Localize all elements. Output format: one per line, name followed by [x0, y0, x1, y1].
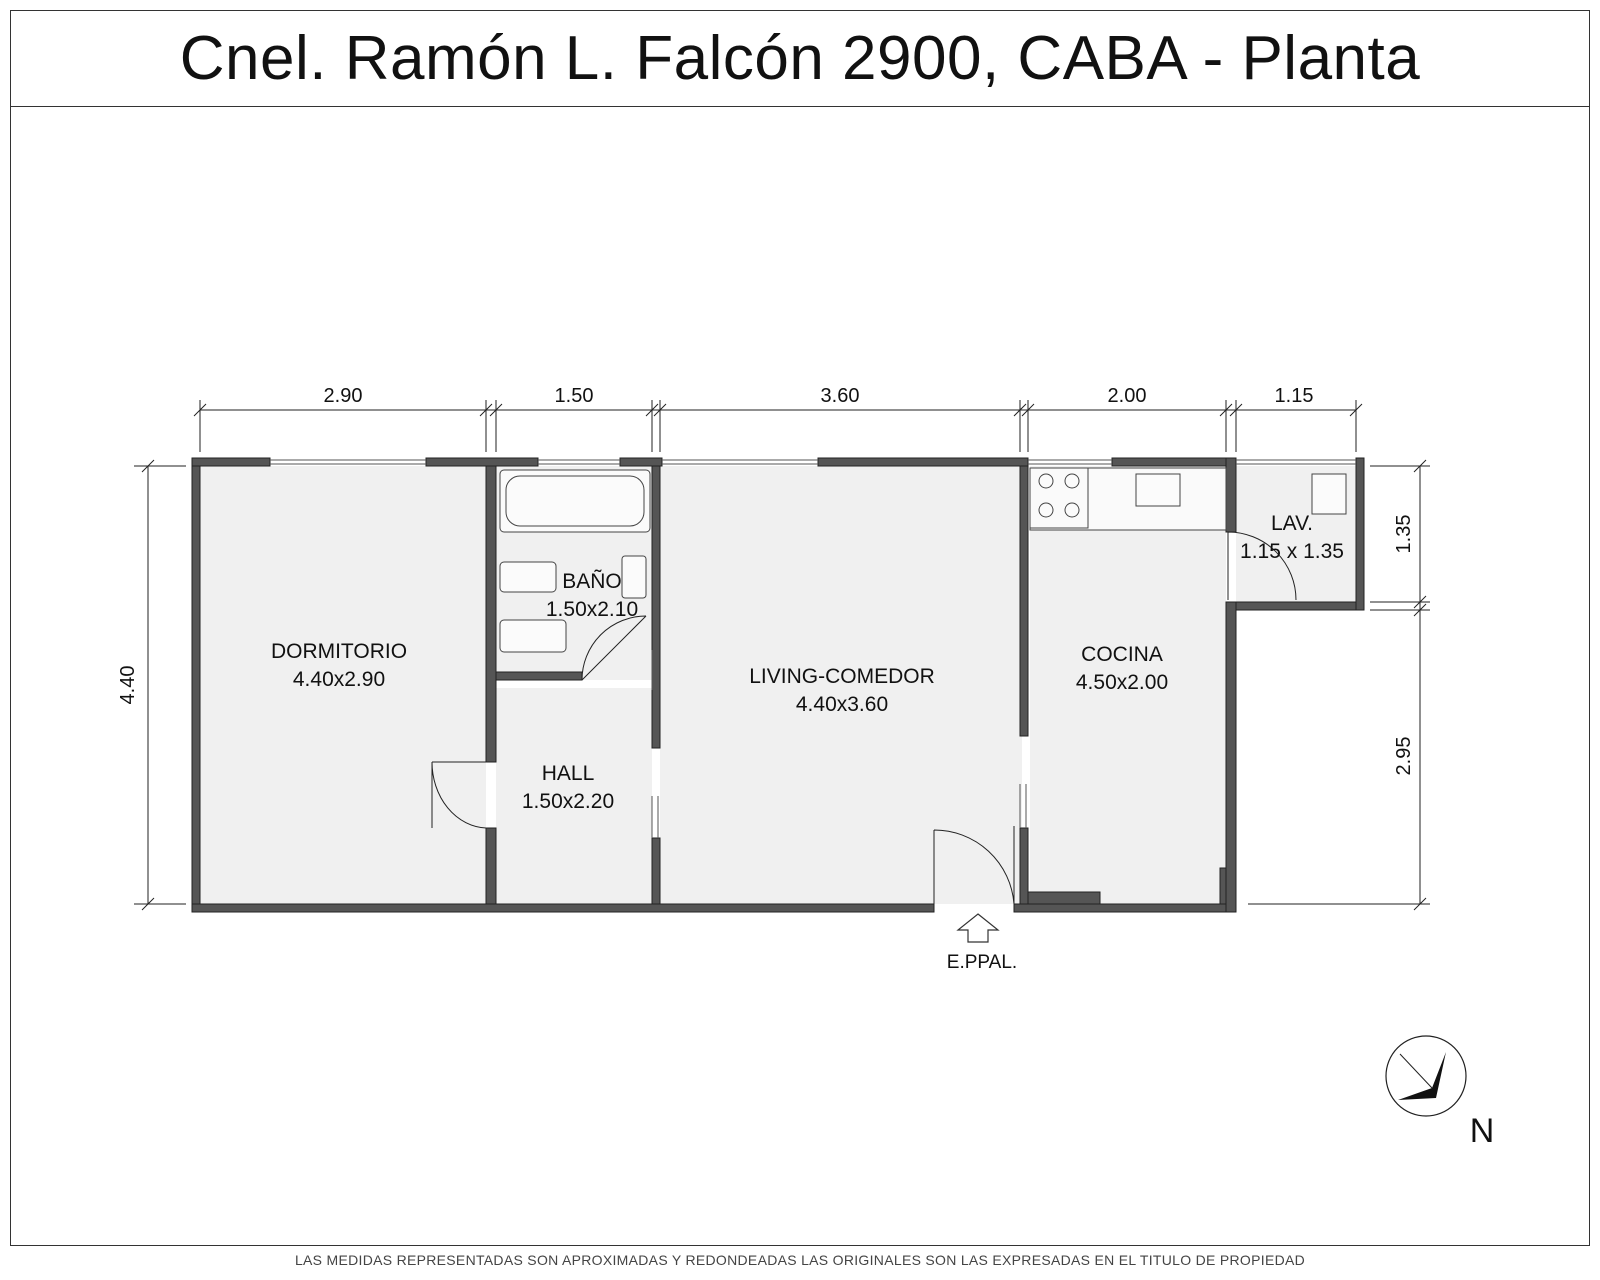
door-entrance — [933, 829, 1015, 905]
wall-kitchen-counter — [1021, 891, 1101, 905]
dimension-lines — [134, 400, 1430, 911]
wall-bano-hall — [495, 671, 583, 681]
floor-hall — [496, 688, 652, 904]
room-name-dormitorio: DORMITORIO — [271, 640, 407, 663]
floor-living — [660, 466, 1022, 904]
wall-bottom-1 — [191, 903, 935, 913]
bidet — [499, 561, 557, 593]
kitchen-sink — [1135, 473, 1181, 507]
room-size-cocina: 4.50x2.00 — [1076, 671, 1168, 694]
entrance-arrow-icon — [956, 913, 1000, 943]
room-size-lav: 1.15 x 1.35 — [1240, 540, 1344, 563]
north-circle-icon — [1385, 1035, 1467, 1117]
wall-bano-living — [651, 465, 661, 749]
wall-top-2 — [425, 457, 539, 467]
wall-hall-living-stub — [651, 837, 661, 905]
wall-cocina-jamb — [1219, 867, 1227, 905]
title-bar: Cnel. Ramón L. Falcón 2900, CABA - Plant… — [11, 11, 1589, 107]
wall-bottom-2 — [1013, 903, 1237, 913]
wall-lav-bottom — [1235, 601, 1365, 611]
floor-dormitorio — [200, 466, 486, 904]
room-name-bano: BAÑO — [562, 569, 622, 593]
doors — [431, 531, 1297, 905]
wall-cocina-lav — [1225, 457, 1237, 533]
room-labels: DORMITORIO 4.40x2.90 BAÑO 1.50x2.10 LIVI… — [271, 512, 1344, 813]
dim-top-5: 1.15 — [1275, 385, 1314, 407]
walls — [191, 457, 1365, 913]
fixtures — [499, 467, 1347, 653]
door-lav — [1227, 531, 1297, 601]
wall-outer-left — [191, 457, 201, 913]
north-label: N — [1470, 1112, 1495, 1150]
toilet — [499, 619, 567, 653]
north-arrow: N — [1385, 1035, 1495, 1150]
floor-cocina — [1030, 466, 1226, 904]
sink-bano — [621, 555, 647, 599]
stove — [1029, 467, 1089, 529]
dim-top-1: 2.90 — [324, 385, 363, 407]
disclaimer-footer: LAS MEDIDAS REPRESENTADAS SON APROXIMADA… — [294, 1252, 1306, 1268]
room-name-hall: HALL — [542, 762, 595, 785]
wall-living-cocina — [1019, 465, 1029, 737]
wall-lav-right — [1355, 457, 1365, 611]
wall-cocina-entry — [1019, 827, 1029, 905]
dim-top-4: 2.00 — [1108, 385, 1147, 407]
dim-top-2: 1.50 — [555, 385, 594, 407]
wall-top-1 — [191, 457, 271, 467]
dim-left: 4.40 — [117, 666, 139, 705]
dim-right-lower: 2.95 — [1393, 737, 1415, 776]
page-title: Cnel. Ramón L. Falcón 2900, CABA - Plant… — [179, 24, 1421, 93]
room-size-dormitorio: 4.40x2.90 — [293, 668, 385, 691]
floor-plan: 2.90 1.50 3.60 2.00 1.15 4.40 1.35 2.95 … — [117, 385, 1495, 1150]
laundry-sink — [1311, 473, 1347, 515]
wall-top-3 — [619, 457, 663, 467]
room-name-cocina: COCINA — [1081, 643, 1163, 666]
dimension-labels: 2.90 1.50 3.60 2.00 1.15 4.40 1.35 2.95 — [117, 385, 1415, 775]
north-needle-icon — [1398, 1052, 1446, 1100]
windows — [270, 459, 1356, 838]
wall-dorm-hall-upper — [485, 465, 497, 763]
wall-top-5 — [1111, 457, 1237, 467]
room-name-living: LIVING-COMEDOR — [749, 665, 935, 688]
wall-top-4 — [817, 457, 1029, 467]
room-size-living: 4.40x3.60 — [796, 693, 888, 716]
room-size-bano: 1.50x2.10 — [546, 598, 638, 621]
wall-dorm-hall-lower — [485, 827, 497, 905]
room-size-hall: 1.50x2.20 — [522, 790, 614, 813]
dim-right-upper: 1.35 — [1393, 515, 1415, 554]
room-name-lav: LAV. — [1271, 512, 1313, 535]
wall-cocina-right — [1225, 601, 1237, 913]
door-dormitorio — [431, 761, 487, 829]
door-bano — [581, 615, 647, 681]
dim-top-3: 3.60 — [821, 385, 860, 407]
entrance-label: E.PPAL. — [947, 952, 1017, 973]
entrance-marker: E.PPAL. — [947, 913, 1017, 973]
